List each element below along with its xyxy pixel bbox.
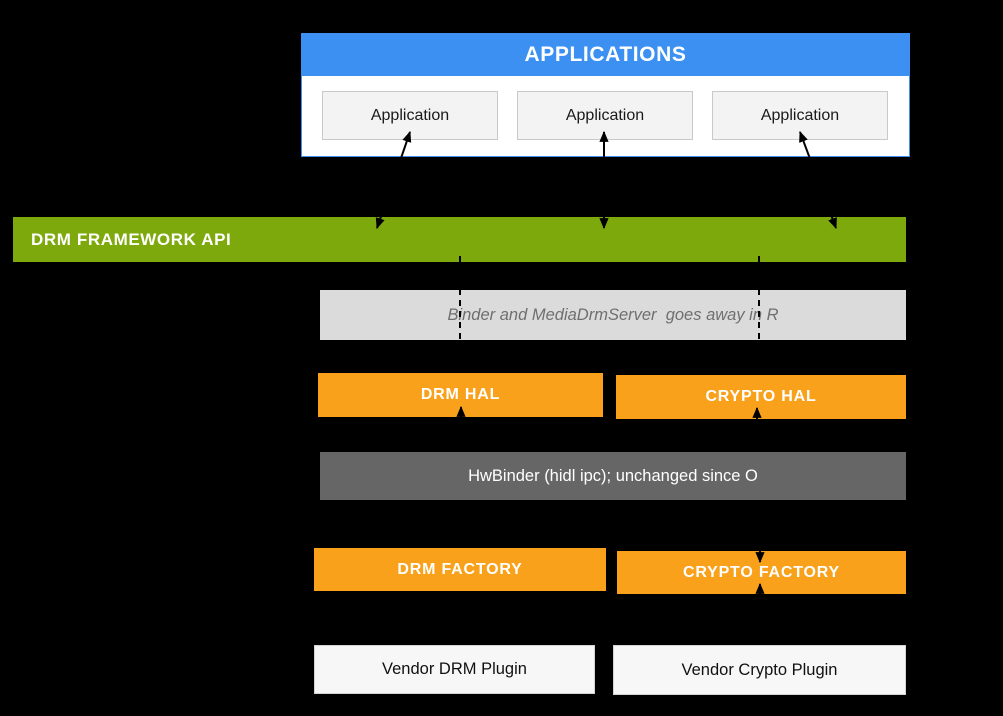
vendor-crypto-plugin-box: Vendor Crypto Plugin <box>613 645 906 695</box>
application-box-1: Application <box>322 91 498 140</box>
vendor-drm-plugin-box: Vendor DRM Plugin <box>314 645 595 694</box>
drm-framework-api-label: DRM FRAMEWORK API <box>31 229 232 249</box>
drm-hal-box: DRM HAL <box>318 373 603 417</box>
applications-row: Application Application Application <box>302 76 909 140</box>
binder-note-label: Binder and MediaDrmServer goes away in R <box>447 305 779 324</box>
crypto-hal-box: CRYPTO HAL <box>616 375 906 419</box>
application-box-2: Application <box>517 91 693 140</box>
applications-header: APPLICATIONS <box>302 34 909 76</box>
crypto-factory-box: CRYPTO FACTORY <box>617 551 906 594</box>
application-box-3: Application <box>712 91 888 140</box>
drm-framework-api-bar: DRM FRAMEWORK API <box>13 217 906 262</box>
hwbinder-box: HwBinder (hidl ipc); unchanged since O <box>320 452 906 500</box>
binder-note-box: Binder and MediaDrmServer goes away in R <box>320 290 906 340</box>
applications-panel: APPLICATIONS Application Application App… <box>301 33 910 157</box>
drm-factory-box: DRM FACTORY <box>314 548 606 591</box>
